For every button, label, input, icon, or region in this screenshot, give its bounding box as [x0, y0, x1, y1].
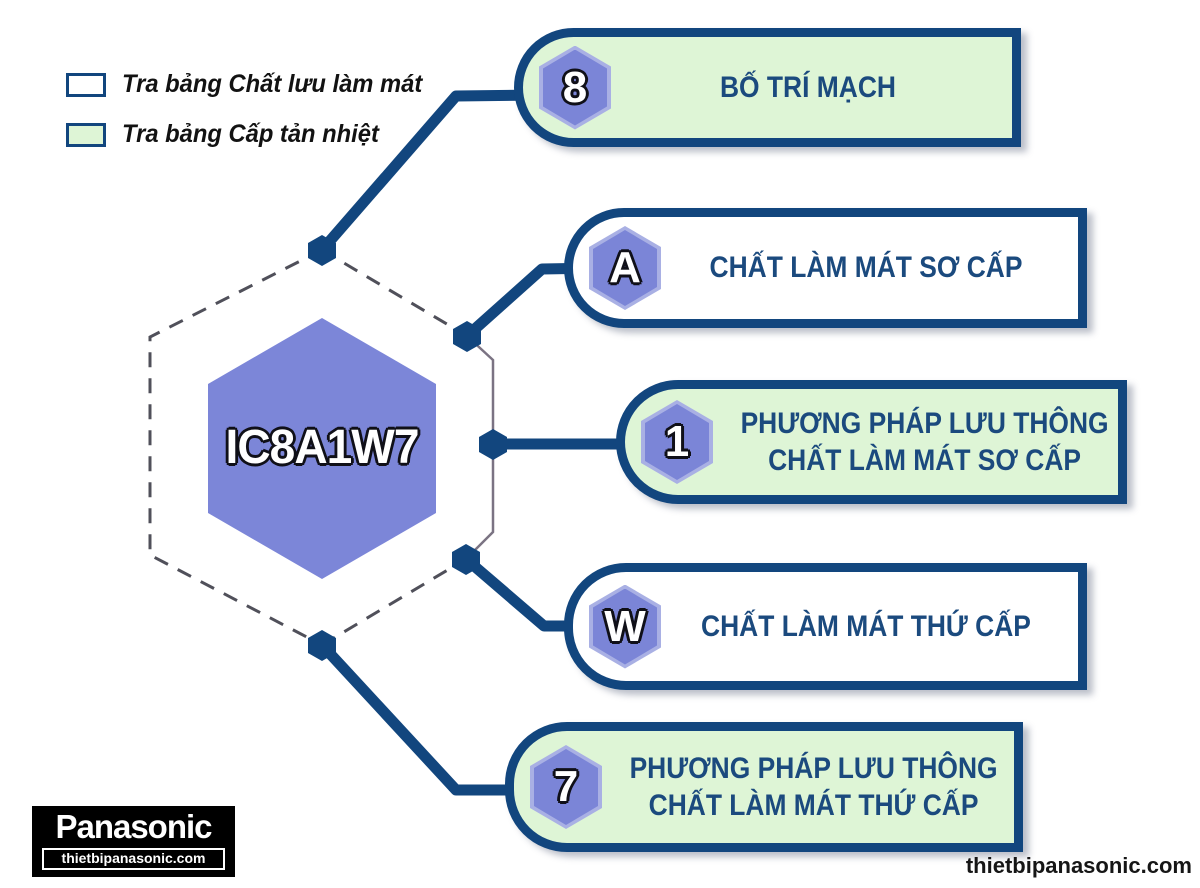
hexagon-icon: A: [593, 230, 657, 306]
pill-secondary-circulation: 7 PHƯƠNG PHÁP LƯU THÔNG CHẤT LÀM MÁT THỨ…: [505, 722, 1023, 852]
pill-label: CHẤT LÀM MÁT THỨ CẤP: [686, 608, 1053, 645]
node-upper-right: [453, 321, 481, 352]
pill-secondary-coolant: W CHẤT LÀM MÁT THỨ CẤP: [564, 563, 1087, 690]
node-top: [308, 235, 336, 266]
pill-primary-circulation: 1 PHƯƠNG PHÁP LƯU THÔNG CHẤT LÀM MÁT SƠ …: [616, 380, 1127, 504]
dashed-hexagon-outline: [148, 248, 468, 647]
legend-label: Tra bảng Cấp tản nhiệt: [122, 120, 379, 148]
node-mid-right: [479, 429, 507, 460]
code-badge-w: W: [589, 584, 661, 669]
legend-label: Tra bảng Chất lưu làm mát: [122, 70, 423, 98]
pill-primary-coolant: A CHẤT LÀM MÁT SƠ CẤP: [564, 208, 1087, 328]
legend-item-coolant: Tra bảng Chất lưu làm mát: [66, 70, 438, 99]
badge-char: 1: [664, 417, 690, 466]
legend-swatch-green: [66, 122, 106, 147]
pill-circuit-layout: 8 BỐ TRÍ MẠCH: [514, 28, 1021, 147]
pill-label: PHƯƠNG PHÁP LƯU THÔNG CHẤT LÀM MÁT THỨ C…: [628, 750, 1007, 824]
panasonic-logo-site: thietbipanasonic.com: [42, 847, 225, 871]
badge-char: W: [604, 601, 646, 651]
code-badge-8: 8: [539, 45, 611, 130]
code-badge-7: 7: [530, 745, 602, 829]
node-lower-right: [452, 544, 480, 575]
pill-label-line1: CHẤT LÀM MÁT THỨ CẤP: [701, 609, 1031, 643]
site-watermark: thietbipanasonic.com: [965, 853, 1192, 878]
badge-char: 8: [562, 62, 588, 112]
hexagon-icon: W: [593, 588, 657, 665]
pill-label: BỐ TRÍ MẠCH: [635, 69, 988, 106]
node-hexagons: [308, 235, 507, 661]
pill-label-line1: CHẤT LÀM MÁT SƠ CẤP: [709, 251, 1023, 285]
pill-label-line1: PHƯƠNG PHÁP LƯU THÔNG: [740, 406, 1109, 440]
badge-char: A: [609, 243, 641, 292]
code-badge-a: A: [589, 226, 661, 310]
legend: Tra bảng Chất lưu làm mát Tra bảng Cấp t…: [66, 70, 438, 170]
pill-label: PHƯƠNG PHÁP LƯU THÔNG CHẤT LÀM MÁT SƠ CẤ…: [739, 405, 1118, 479]
model-code: IC8A1W7: [225, 421, 419, 474]
code-badge-1: 1: [641, 400, 713, 484]
legend-item-heatsink: Tra bảng Cấp tản nhiệt: [66, 120, 438, 149]
node-bottom: [308, 630, 336, 661]
hexagon-icon: 7: [534, 749, 598, 825]
pill-label-line1: BỐ TRÍ MẠCH: [719, 70, 896, 104]
pill-label-line1: PHƯƠNG PHÁP LƯU THÔNG: [629, 751, 998, 785]
panasonic-logo: Panasonic thietbipanasonic.com: [32, 806, 235, 877]
pill-label-line2: CHẤT LÀM MÁT SƠ CẤP: [768, 444, 1082, 477]
hexagon-icon: 1: [645, 404, 709, 480]
panasonic-logo-text: Panasonic: [55, 808, 212, 845]
hexagon-icon: 8: [543, 49, 607, 126]
pill-label-line2: CHẤT LÀM MÁT THỨ CẤP: [648, 789, 979, 822]
center-hexagon: [208, 318, 436, 579]
legend-swatch-white: [66, 72, 106, 97]
badge-char: 7: [553, 762, 579, 811]
pill-label: CHẤT LÀM MÁT SƠ CẤP: [686, 249, 1053, 286]
